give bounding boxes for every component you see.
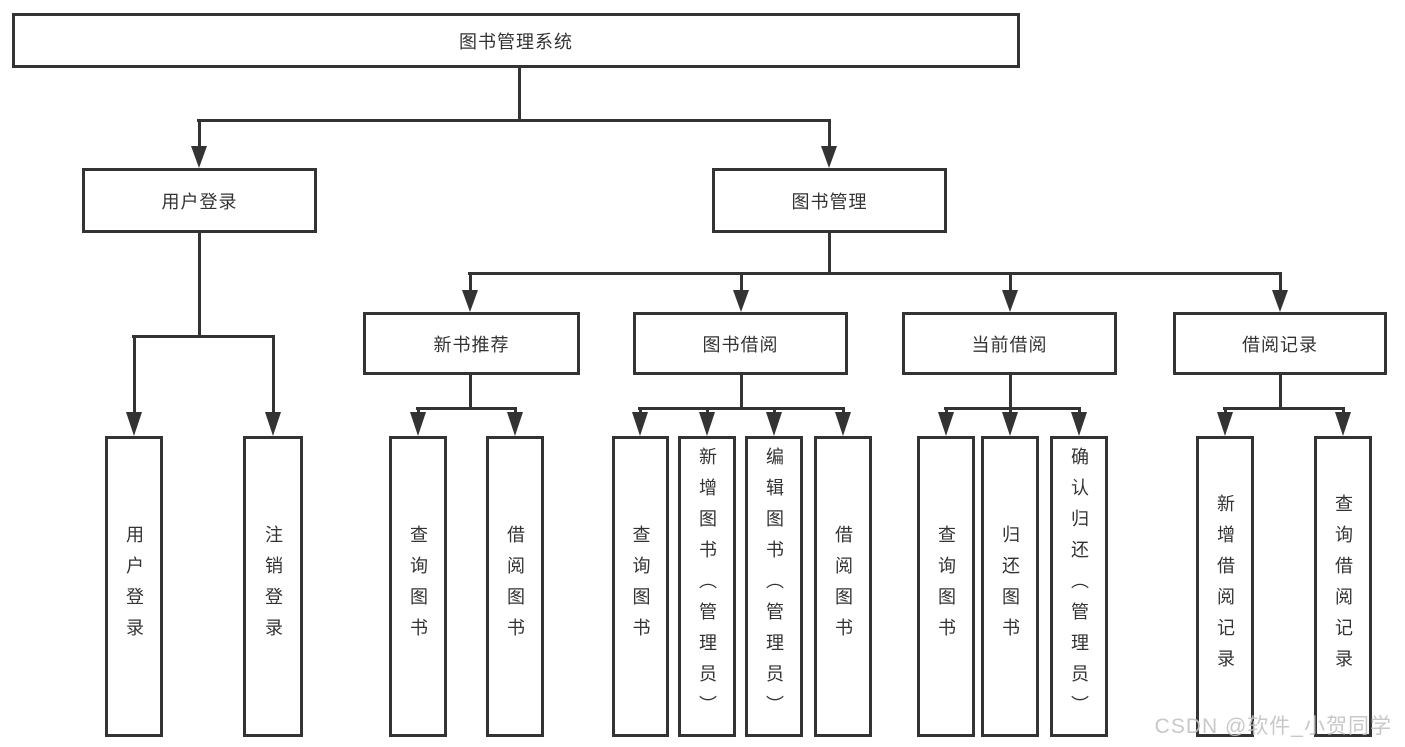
arrowhead-down-icon <box>632 412 648 436</box>
leaf-logout: 注销登录 <box>243 436 303 737</box>
leaf-return-books: 归还图书 <box>981 436 1039 737</box>
arrowhead-down-icon <box>507 412 523 436</box>
leaf-label: 编辑图书（管理员） <box>764 447 784 726</box>
connector-line <box>1008 273 1012 292</box>
leaf-recommend-query-books: 查询图书 <box>389 436 447 737</box>
arrowhead-down-icon <box>835 412 851 436</box>
arrowhead-down-icon <box>265 412 281 436</box>
node-library-management-system: 图书管理系统 <box>12 13 1020 68</box>
leaf-label: 归还图书 <box>1000 524 1020 649</box>
connector-line <box>1223 407 1227 414</box>
leaf-current-query-books: 查询图书 <box>917 436 975 737</box>
connector-line <box>1223 406 1345 410</box>
node-user-login: 用户登录 <box>82 168 317 233</box>
leaf-label: 确认归还（管理员） <box>1069 447 1089 726</box>
connector-line <box>638 406 845 410</box>
leaf-recommend-borrow-books: 借阅图书 <box>486 436 544 737</box>
connector-line <box>1278 373 1282 409</box>
node-book-borrowing: 图书借阅 <box>633 312 848 375</box>
arrowhead-down-icon <box>191 146 207 168</box>
arrowhead-down-icon <box>1071 412 1087 436</box>
leaf-label: 查询图书 <box>630 524 651 649</box>
connector-line <box>841 407 845 414</box>
leaf-label: 查询图书 <box>936 524 956 649</box>
connector-line <box>513 407 517 414</box>
arrowhead-down-icon <box>699 412 715 436</box>
leaf-label: 借阅图书 <box>505 524 525 649</box>
connector-line <box>638 407 642 414</box>
watermark: CSDN @软件_小贺同学 <box>1154 715 1392 738</box>
connector-line <box>827 231 831 274</box>
connector-line <box>1008 407 1012 414</box>
connector-line <box>197 120 201 148</box>
connector-line <box>827 120 831 148</box>
arrowhead-down-icon <box>1335 412 1351 436</box>
arrowhead-down-icon <box>733 290 749 312</box>
leaf-label: 用户登录 <box>124 524 144 649</box>
leaf-add-books-admin: 新增图书（管理员） <box>678 436 736 737</box>
connector-line <box>739 273 743 292</box>
connector-line <box>705 407 709 414</box>
leaf-user-login: 用户登录 <box>105 436 163 737</box>
connector-line <box>271 336 275 414</box>
arrowhead-down-icon <box>1002 290 1018 312</box>
arrowhead-down-icon <box>126 412 142 436</box>
connector-line <box>132 334 275 338</box>
connector-line <box>468 373 472 409</box>
connector-line <box>944 406 1081 410</box>
connector-line <box>944 407 948 414</box>
leaf-confirm-return-admin: 确认归还（管理员） <box>1050 436 1108 737</box>
connector-line <box>197 231 201 337</box>
node-current-borrowing: 当前借阅 <box>902 312 1117 375</box>
node-borrowing-records: 借阅记录 <box>1173 312 1387 375</box>
connector-line <box>468 271 1282 275</box>
connector-line <box>1341 407 1345 414</box>
arrowhead-down-icon <box>1002 412 1018 436</box>
connector-line <box>416 407 420 414</box>
leaf-borrowing-query-books: 查询图书 <box>612 436 669 737</box>
arrowhead-down-icon <box>938 412 954 436</box>
node-new-book-recommend: 新书推荐 <box>363 312 580 375</box>
arrowhead-down-icon <box>821 146 837 168</box>
arrowhead-down-icon <box>1272 290 1288 312</box>
arrowhead-down-icon <box>1217 412 1233 436</box>
connector-line <box>772 407 776 414</box>
leaf-query-borrow-record: 查询借阅记录 <box>1314 436 1372 737</box>
arrowhead-down-icon <box>410 412 426 436</box>
connector-line <box>1008 373 1012 409</box>
arrowhead-down-icon <box>462 290 478 312</box>
leaf-label: 新增借阅记录 <box>1215 493 1235 680</box>
connector-line <box>1077 407 1081 414</box>
leaf-label: 查询借阅记录 <box>1333 493 1353 680</box>
leaf-label: 查询图书 <box>408 524 428 649</box>
leaf-label: 注销登录 <box>263 524 283 649</box>
connector-line <box>197 118 831 122</box>
connector-line <box>517 66 521 121</box>
connector-line <box>468 273 472 292</box>
connector-line <box>132 336 136 414</box>
leaf-label: 新增图书（管理员） <box>697 447 717 726</box>
connector-line <box>1278 273 1282 292</box>
leaf-add-borrow-record: 新增借阅记录 <box>1196 436 1254 737</box>
leaf-label: 借阅图书 <box>833 524 853 649</box>
leaf-edit-books-admin: 编辑图书（管理员） <box>745 436 803 737</box>
node-book-management: 图书管理 <box>712 168 947 233</box>
connector-line <box>739 373 743 409</box>
arrowhead-down-icon <box>766 412 782 436</box>
connector-line <box>416 406 517 410</box>
leaf-borrowing-borrow-books: 借阅图书 <box>814 436 872 737</box>
